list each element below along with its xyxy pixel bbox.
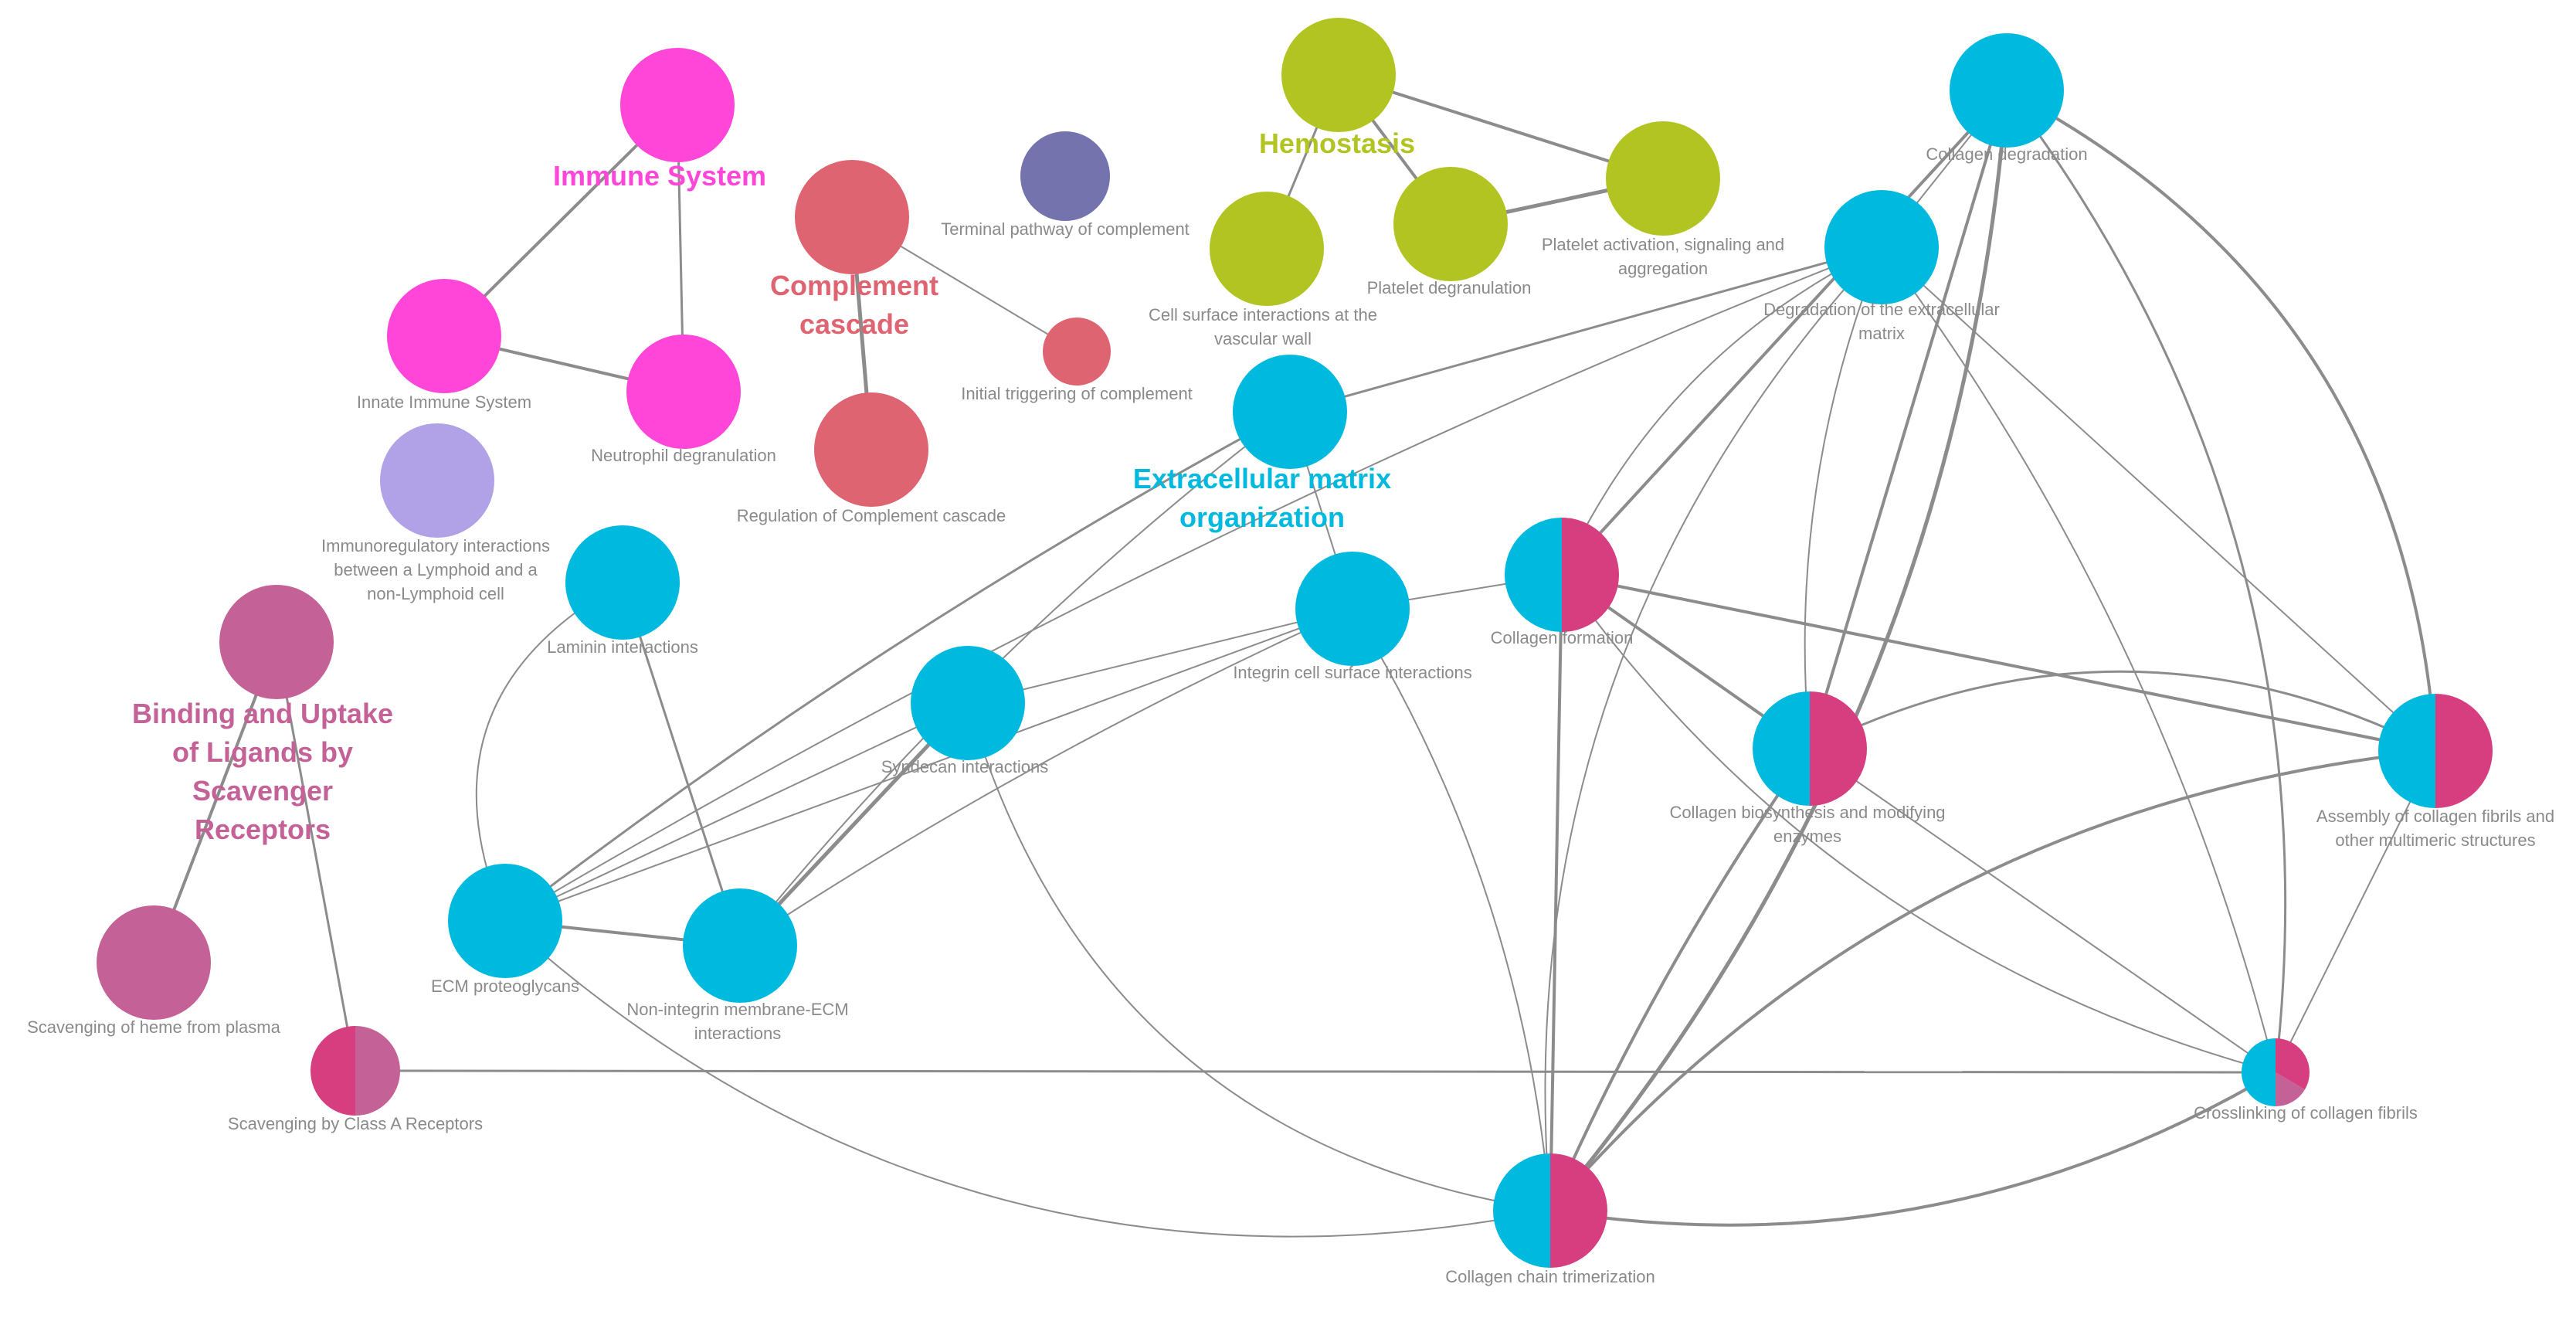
nodes-layer bbox=[97, 18, 2493, 1268]
node-coll_form[interactable] bbox=[1505, 518, 1619, 632]
edge-syndecan-coll_chain bbox=[967, 702, 1551, 1211]
edge-integrin-non_integrin bbox=[739, 608, 1353, 946]
edge-coll_bio-assembly bbox=[1809, 670, 2436, 752]
node-label-coll_form: Collagen formation bbox=[1491, 628, 1634, 647]
node-immunoreg[interactable] bbox=[380, 423, 494, 538]
node-integrin[interactable] bbox=[1295, 552, 1410, 666]
edge-coll_form-crosslink bbox=[1561, 574, 2276, 1073]
edge-ecm_proteo-degr_ecm bbox=[504, 246, 1882, 922]
edge-scav_classA-crosslink bbox=[355, 1069, 2276, 1074]
edge-coll_bio-crosslink bbox=[1809, 748, 2276, 1073]
node-scav_classA[interactable] bbox=[311, 1026, 400, 1116]
node-ecm_proteo[interactable] bbox=[448, 864, 562, 978]
node-label-coll_degr: Collagen degradation bbox=[1926, 144, 2087, 164]
edge-syndecan-ecm_proteo bbox=[504, 702, 969, 922]
edge-integrin-coll_chain bbox=[1352, 608, 1551, 1211]
node-coll_bio[interactable] bbox=[1753, 691, 1867, 806]
node-coll_chain[interactable] bbox=[1493, 1153, 1607, 1268]
node-label-terminal: Terminal pathway of complement bbox=[941, 219, 1190, 239]
edge-ecm_top-ecm_proteo bbox=[504, 410, 1291, 922]
edges-layer bbox=[152, 73, 2437, 1238]
edge-degr_ecm-crosslink bbox=[1881, 246, 2276, 1073]
node-label-initial_trig: Initial triggering of complement bbox=[961, 384, 1193, 403]
node-label-scav_classA: Scavenging by Class A Receptors bbox=[228, 1114, 483, 1133]
node-label-neutrophil: Neutrophil degranulation bbox=[591, 446, 776, 465]
edge-coll_degr-coll_chain bbox=[1549, 90, 2009, 1212]
edge-degr_ecm-coll_chain bbox=[1544, 246, 1882, 1211]
node-cell_surface[interactable] bbox=[1210, 192, 1324, 306]
node-syndecan[interactable] bbox=[911, 646, 1025, 760]
node-label-ecm_proteo: ECM proteoglycans bbox=[431, 977, 579, 996]
node-label-platelet_degr: Platelet degranulation bbox=[1367, 278, 1532, 297]
edge-assembly-coll_chain bbox=[1549, 749, 2436, 1212]
edge-scav_top-scav_classA bbox=[275, 641, 357, 1072]
node-non_integrin[interactable] bbox=[683, 888, 797, 1003]
node-innate[interactable] bbox=[387, 279, 501, 393]
edge-coll_form-assembly bbox=[1561, 573, 2436, 752]
edge-degr_ecm-coll_bio bbox=[1804, 246, 1882, 749]
edge-degr_ecm-assembly bbox=[1881, 246, 2436, 752]
group-label-hemostasis: Hemostasis bbox=[1259, 127, 1415, 159]
node-terminal[interactable] bbox=[1020, 131, 1110, 221]
node-coll_degr[interactable] bbox=[1950, 33, 2064, 148]
edge-coll_bio-coll_chain bbox=[1549, 747, 1811, 1211]
node-label-reg_complement: Regulation of Complement cascade bbox=[737, 506, 1006, 525]
node-hemo_top[interactable] bbox=[1281, 18, 1396, 132]
group-label-immune: Immune System bbox=[553, 160, 766, 192]
node-degr_ecm[interactable] bbox=[1824, 190, 1939, 304]
node-scav_top[interactable] bbox=[219, 585, 334, 699]
edge-coll_form-coll_chain bbox=[1549, 574, 1563, 1211]
node-label-innate: Innate Immune System bbox=[357, 392, 531, 412]
node-platelet_act[interactable] bbox=[1606, 121, 1720, 236]
node-assembly[interactable] bbox=[2378, 694, 2493, 808]
edge-coll_degr-coll_form bbox=[1560, 89, 2008, 576]
edge-degr_ecm-coll_form bbox=[1561, 246, 1882, 576]
edge-coll_degr-assembly bbox=[2006, 89, 2437, 752]
node-platelet_degr[interactable] bbox=[1393, 167, 1508, 281]
node-initial_trig[interactable] bbox=[1043, 318, 1111, 386]
node-laminin[interactable] bbox=[565, 525, 680, 640]
node-ecm_top[interactable] bbox=[1233, 355, 1347, 469]
node-complement_top[interactable] bbox=[795, 160, 909, 274]
edge-integrin-ecm_proteo bbox=[504, 608, 1353, 922]
edge-ecm_top-degr_ecm bbox=[1289, 246, 1882, 413]
node-scav_heme[interactable] bbox=[97, 905, 211, 1020]
node-crosslink[interactable] bbox=[2242, 1038, 2310, 1106]
node-immune_top[interactable] bbox=[620, 48, 735, 162]
node-label-scav_heme: Scavenging of heme from plasma bbox=[27, 1017, 280, 1037]
edge-laminin-ecm_proteo bbox=[475, 582, 623, 922]
node-label-laminin: Laminin interactions bbox=[547, 637, 698, 657]
edge-crosslink-coll_chain bbox=[1549, 1071, 2277, 1227]
edge-integrin-syndecan bbox=[967, 608, 1353, 704]
node-neutrophil[interactable] bbox=[626, 335, 741, 449]
edge-coll_degr-coll_bio bbox=[1808, 90, 2008, 749]
node-label-integrin: Integrin cell surface interactions bbox=[1233, 663, 1471, 682]
node-label-coll_chain: Collagen chain trimerization bbox=[1445, 1267, 1655, 1286]
edge-coll_degr-crosslink bbox=[2005, 90, 2287, 1073]
node-reg_complement[interactable] bbox=[814, 392, 928, 507]
edge-ecm_proteo-coll_chain bbox=[504, 920, 1551, 1238]
node-label-syndecan: Syndecan interactions bbox=[881, 757, 1048, 776]
node-label-crosslink: Crosslinking of collagen fibrils bbox=[2194, 1103, 2418, 1123]
